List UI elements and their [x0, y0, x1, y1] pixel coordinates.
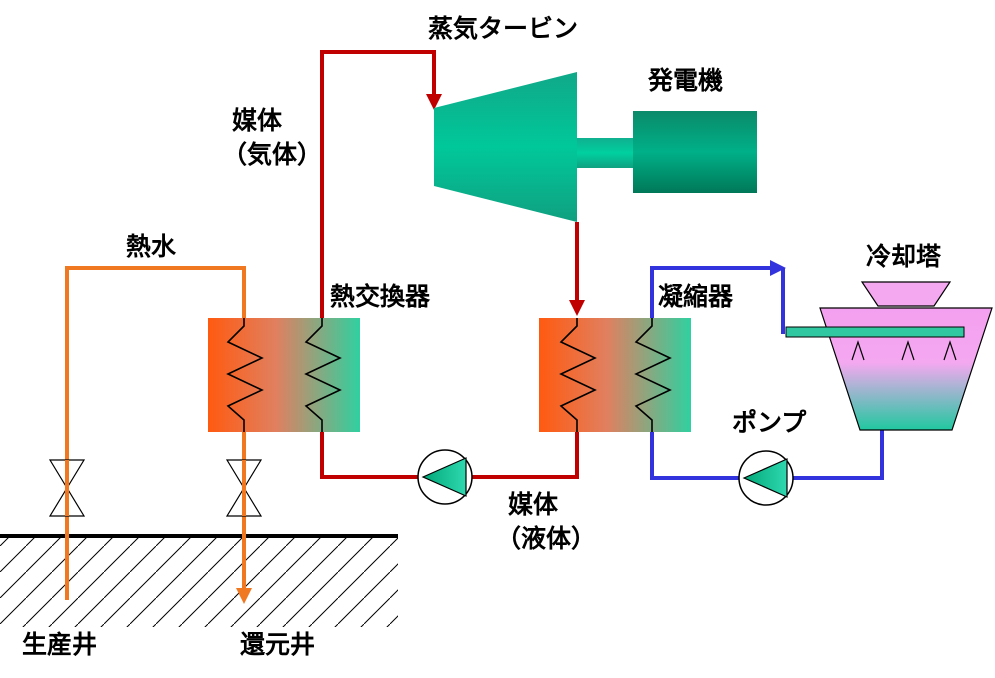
generator [633, 111, 757, 193]
medium-pump [417, 449, 473, 505]
medium-liquid-label-line2: （液体） [496, 524, 597, 553]
steam-turbine [434, 72, 577, 222]
medium-gas-label-line1: 媒体 [232, 106, 283, 135]
reinjection-arrow [236, 588, 252, 604]
cooling-tower-label: 冷却塔 [866, 242, 942, 271]
cooling-tower-arrow [770, 260, 786, 276]
steam-turbine-label: 蒸気タービン [428, 14, 579, 43]
heat-exchanger-label: 熱交換器 [330, 282, 431, 311]
pump-label: ポンプ [732, 408, 807, 437]
turbine-inlet-arrow [426, 94, 442, 110]
generator-label: 発電機 [648, 66, 724, 95]
condenser [539, 318, 691, 432]
reinjection-well-label: 還元井 [240, 630, 316, 659]
medium-gas-label-line2: （気体） [222, 140, 323, 169]
cooling-pump [738, 450, 794, 506]
production-well-label: 生産井 [22, 630, 98, 659]
hot-water-label: 熱水 [126, 232, 177, 261]
cooling-tower [785, 281, 993, 431]
turbine-shaft [577, 138, 637, 168]
medium-liquid-label-line1: 媒体 [508, 490, 559, 519]
condenser-label: 凝縮器 [658, 282, 734, 311]
ground [0, 534, 398, 627]
heat-exchanger [208, 318, 360, 432]
condenser-inlet-arrow [569, 300, 585, 316]
